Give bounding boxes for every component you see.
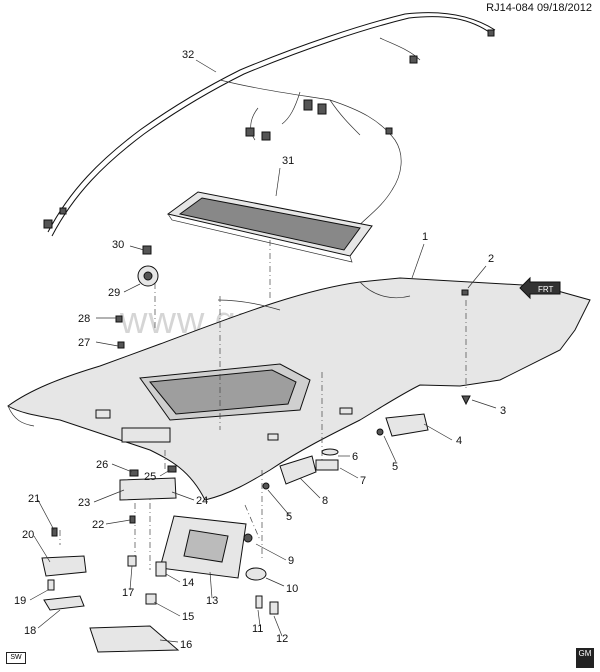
sunroof-frame	[166, 191, 373, 263]
callout-32: 32	[182, 49, 194, 61]
sw-badge: SW	[6, 652, 26, 664]
callout-2: 2	[488, 253, 494, 265]
callout-leaders	[29, 59, 497, 643]
callout-20: 20	[22, 529, 34, 541]
callout-21: 21	[28, 493, 40, 505]
callout-14: 14	[182, 577, 194, 589]
callout-22: 22	[92, 519, 104, 531]
gm-logo-badge: GM	[576, 648, 594, 668]
small-parts	[41, 245, 471, 653]
diagram-code: RJ14-084	[486, 2, 534, 14]
callout-3: 3	[500, 405, 506, 417]
callout-8: 8	[322, 495, 328, 507]
callout-29: 29	[108, 287, 120, 299]
callout-18: 18	[24, 625, 36, 637]
callout-5-upper: 5	[392, 461, 398, 473]
callout-28: 28	[78, 313, 90, 325]
callout-11: 11	[252, 623, 263, 635]
callout-27: 27	[78, 337, 90, 349]
callout-9: 9	[288, 555, 294, 567]
callout-24: 24	[196, 495, 208, 507]
callout-26: 26	[96, 459, 108, 471]
diagram-date: 09/18/2012	[536, 2, 592, 14]
frt-label: FRT	[538, 285, 554, 294]
callout-23: 23	[78, 497, 90, 509]
front-direction-arrow: FRT	[519, 276, 561, 300]
callout-4: 4	[456, 435, 462, 447]
callout-6: 6	[352, 451, 358, 463]
callout-25: 25	[144, 471, 156, 483]
callout-31: 31	[282, 155, 294, 167]
callout-numbers: 32 31 1 2 3 4 5 5 6 7 8 9 10 11 12 13 14…	[14, 49, 506, 651]
callout-1: 1	[422, 231, 428, 243]
callout-5-lower: 5	[286, 511, 292, 523]
headliner-panel	[7, 277, 591, 501]
callout-16: 16	[180, 639, 192, 651]
diagram-header: RJ14-084 09/18/2012	[486, 2, 592, 14]
wiring-harness	[43, 12, 496, 237]
callout-10: 10	[286, 583, 298, 595]
callout-19: 19	[14, 595, 26, 607]
callout-7: 7	[360, 475, 366, 487]
callout-13: 13	[206, 595, 218, 607]
callout-12: 12	[276, 633, 288, 645]
callout-17: 17	[122, 587, 134, 599]
callout-30: 30	[112, 239, 124, 251]
callout-15: 15	[182, 611, 194, 623]
